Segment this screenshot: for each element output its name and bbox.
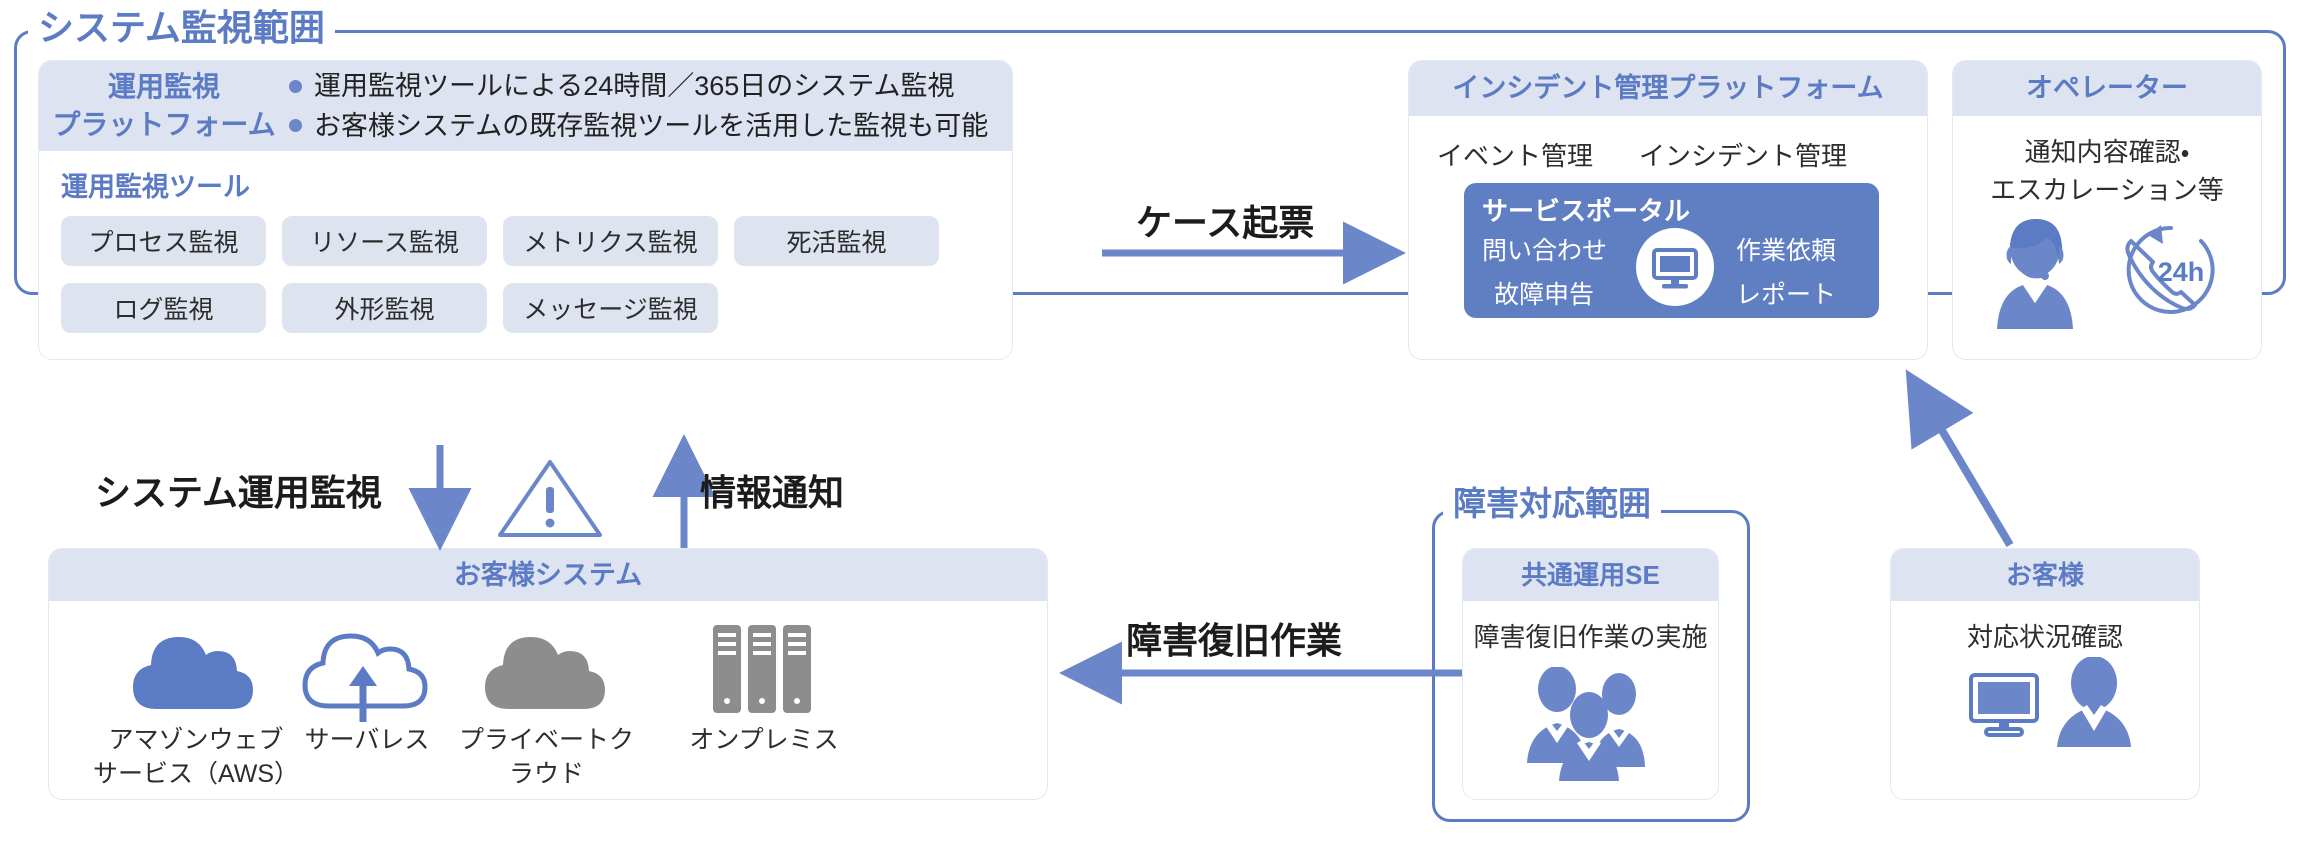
monitoring-platform-header: 運用監視 プラットフォーム 運用監視ツールによる24時間／365日のシステム監視… xyxy=(39,61,1012,151)
tech-label-onpremise: オンプレミス xyxy=(674,724,854,758)
operation-se-description: 障害復旧作業の実施 xyxy=(1473,622,1708,652)
incident-sub-label-event: イベント管理 xyxy=(1437,141,1594,171)
bullet-dot-icon xyxy=(289,119,302,133)
customer-body: 対応状況確認 xyxy=(1891,601,2199,657)
cloud-outline-arrow-icon xyxy=(301,624,431,729)
tool-chip-external[interactable]: 外形監視 xyxy=(282,283,487,333)
monitor-icon xyxy=(1636,228,1714,306)
monitor-outline-icon xyxy=(1966,671,2046,748)
bullet-item: お客様システムの既存監視ツールを活用した監視も可能 xyxy=(289,108,1012,144)
tool-chip-metrics[interactable]: メトリクス監視 xyxy=(503,216,718,266)
monitoring-platform-bullets: 運用監視ツールによる24時間／365日のシステム監視 お客様システムの既存監視ツ… xyxy=(289,65,1012,147)
monitoring-tools-label: 運用監視ツール xyxy=(61,172,250,202)
cloud-filled-gray-icon xyxy=(481,624,611,719)
cloud-filled-blue-icon xyxy=(129,624,259,719)
tech-label-private-cloud: プライベートクラウド xyxy=(449,724,644,792)
server-rack-icon xyxy=(707,621,817,721)
person-icon xyxy=(2051,656,2137,754)
arrow-label-system-operation-monitoring: システム運用監視 xyxy=(95,472,382,513)
tool-chip-log[interactable]: ログ監視 xyxy=(61,283,266,333)
arrow-label-case-ticket: ケース起票 xyxy=(1136,202,1315,243)
tool-chip-alive[interactable]: 死活監視 xyxy=(734,216,939,266)
warning-triangle-icon xyxy=(498,460,602,537)
bullet-dot-icon xyxy=(289,79,302,93)
service-portal-title: サービスポータル xyxy=(1482,196,1691,226)
incident-platform-title: インシデント管理プラットフォーム xyxy=(1409,61,1927,116)
operator-badge-24h: 24h xyxy=(2158,257,2205,287)
customer-description: 対応状況確認 xyxy=(1966,622,2123,652)
people-group-icon xyxy=(1521,666,1666,787)
tool-chip-message[interactable]: メッセージ監視 xyxy=(503,283,718,333)
scope-title-incident-response: 障害対応範囲 xyxy=(1443,487,1661,520)
operator-body: 通知内容確認・ エスカレーション等 xyxy=(1953,116,2261,209)
bullet-item: 運用監視ツールによる24時間／365日のシステム監視 xyxy=(289,68,1012,104)
monitoring-platform-label-line2: プラットフォーム xyxy=(52,109,276,140)
operation-se-card: 共通運用SE 障害復旧作業の実施 xyxy=(1462,548,1719,800)
tech-label-aws-line2: サービス（AWS） xyxy=(92,759,300,788)
operator-title: オペレーター xyxy=(1953,61,2261,116)
operation-se-title: 共通運用SE xyxy=(1463,549,1718,601)
tool-chip-process[interactable]: プロセス監視 xyxy=(61,216,266,266)
tech-label-serverless-line1: サーバレス xyxy=(304,726,430,754)
bullet-text: 運用監視ツールによる24時間／365日のシステム監視 xyxy=(314,71,955,102)
incident-sub-label-incident: インシデント管理 xyxy=(1639,141,1848,171)
operator-headset-icon xyxy=(1983,216,2093,336)
monitoring-platform-card: 運用監視 プラットフォーム 運用監視ツールによる24時間／365日のシステム監視… xyxy=(38,60,1013,360)
customer-card: お客様 対応状況確認 xyxy=(1890,548,2200,800)
portal-item-work-request[interactable]: 作業依頼 xyxy=(1736,237,1837,265)
scope-frame-monitoring xyxy=(14,30,2286,295)
phone-24h-icon: 24h xyxy=(2105,219,2223,334)
tech-label-aws-line1: アマゾンウェブ xyxy=(108,726,284,754)
portal-item-failure-report[interactable]: 故障申告 xyxy=(1494,281,1595,309)
monitoring-platform-label-line1: 運用監視 xyxy=(107,71,220,103)
tech-label-aws: アマゾンウェブ サービス（AWS） xyxy=(91,724,301,792)
service-portal-card[interactable]: サービスポータル 問い合わせ 故障申告 作業依頼 レポート xyxy=(1464,183,1879,318)
tech-label-private-cloud-line1: プライベートクラウド xyxy=(458,726,634,788)
customer-system-title: お客様システム xyxy=(49,549,1047,601)
bullet-text: お客様システムの既存監視ツールを活用した監視も可能 xyxy=(314,110,989,141)
arrow-label-information-notification: 情報通知 xyxy=(700,472,845,513)
arrow-label-failure-recovery-work: 障害復旧作業 xyxy=(1126,620,1343,661)
portal-item-inquiry[interactable]: 問い合わせ xyxy=(1482,237,1608,265)
operator-description-line2: エスカレーション等 xyxy=(1990,174,2224,205)
tech-label-onpremise-line1: オンプレミス xyxy=(689,726,839,754)
customer-title: お客様 xyxy=(1891,549,2199,601)
arrow-customer-to-portal xyxy=(1905,369,2014,548)
operation-se-body: 障害復旧作業の実施 xyxy=(1463,601,1718,657)
scope-title-monitoring: システム監視範囲 xyxy=(28,10,335,46)
monitoring-platform-label: 運用監視 プラットフォーム xyxy=(39,68,289,144)
operator-card: オペレーター 通知内容確認・ エスカレーション等 xyxy=(1952,60,2262,360)
tool-chip-resource[interactable]: リソース監視 xyxy=(282,216,487,266)
portal-item-report[interactable]: レポート xyxy=(1736,281,1837,309)
operator-description-line1: 通知内容確認・ xyxy=(2024,137,2190,167)
customer-system-card: お客様システム アマゾンウェブ サービス（AWS） サーバレス xyxy=(48,548,1048,800)
tech-label-serverless: サーバレス xyxy=(302,724,432,758)
incident-platform-card: インシデント管理プラットフォーム イベント管理 インシデント管理 サービスポータ… xyxy=(1408,60,1928,360)
